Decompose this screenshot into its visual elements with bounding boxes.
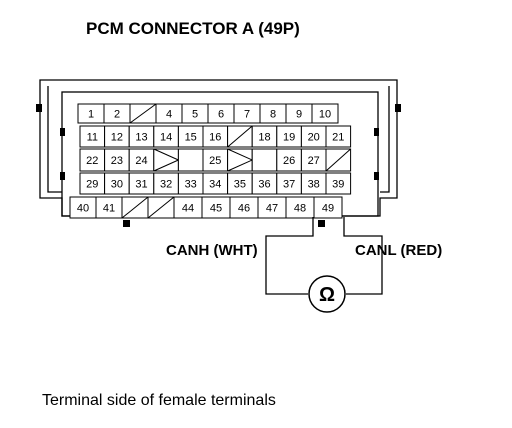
pin-number-8: 8 bbox=[270, 109, 276, 121]
diagram-caption: Terminal side of female terminals bbox=[42, 392, 276, 409]
pin-number-16: 16 bbox=[209, 132, 221, 144]
pin-number-15: 15 bbox=[185, 132, 197, 144]
canl-label: CANL (RED) bbox=[355, 242, 442, 259]
pin-cavity bbox=[311, 103, 339, 124]
pin-number-45: 45 bbox=[210, 203, 222, 215]
blank-mark bbox=[129, 103, 157, 124]
blank-mark bbox=[227, 125, 253, 148]
probe-wires bbox=[265, 217, 383, 295]
blank-cavity bbox=[251, 148, 278, 172]
blank-cavity bbox=[153, 148, 179, 172]
pin-number-4: 4 bbox=[166, 109, 172, 121]
pin-number-31: 31 bbox=[135, 179, 147, 191]
pin-cavity bbox=[325, 125, 352, 148]
pin-number-6: 6 bbox=[218, 109, 224, 121]
pin-number-33: 33 bbox=[185, 179, 197, 191]
pin-number-40: 40 bbox=[77, 203, 89, 215]
ohmmeter: Ω bbox=[308, 275, 346, 313]
pin-number-41: 41 bbox=[103, 203, 115, 215]
pin-number-27: 27 bbox=[308, 155, 320, 167]
pin-number-7: 7 bbox=[244, 109, 250, 121]
pin-number-22: 22 bbox=[86, 155, 98, 167]
blank-mark bbox=[121, 196, 149, 219]
pin-number-2: 2 bbox=[114, 109, 120, 121]
pin-number-13: 13 bbox=[135, 132, 147, 144]
pin-number-9: 9 bbox=[296, 109, 302, 121]
blank-cavity bbox=[227, 148, 253, 172]
pin-number-20: 20 bbox=[308, 132, 320, 144]
connector-latches bbox=[36, 104, 401, 227]
pin-number-35: 35 bbox=[234, 179, 246, 191]
pin-number-46: 46 bbox=[238, 203, 250, 215]
pin-number-11: 11 bbox=[87, 132, 98, 144]
pin-number-34: 34 bbox=[209, 179, 221, 191]
pin-number-21: 21 bbox=[332, 132, 344, 144]
pin-number-19: 19 bbox=[283, 132, 295, 144]
canh-label: CANH (WHT) bbox=[166, 242, 258, 259]
pin-number-14: 14 bbox=[160, 132, 172, 144]
pin-number-39: 39 bbox=[332, 179, 344, 191]
blank-mark bbox=[147, 196, 175, 219]
connector-housing bbox=[39, 79, 398, 217]
pin-number-12: 12 bbox=[111, 132, 123, 144]
pin-number-18: 18 bbox=[258, 132, 270, 144]
pin-number-25: 25 bbox=[209, 155, 221, 167]
pin-cavity bbox=[313, 196, 343, 219]
pin-number-36: 36 bbox=[258, 179, 270, 191]
pin-number-32: 32 bbox=[160, 179, 172, 191]
pin-number-38: 38 bbox=[308, 179, 320, 191]
pin-number-24: 24 bbox=[135, 155, 147, 167]
pin-number-30: 30 bbox=[111, 179, 123, 191]
blank-mark bbox=[325, 148, 351, 172]
pin-number-10: 10 bbox=[319, 109, 331, 121]
blank-cavity bbox=[177, 148, 204, 172]
pin-number-26: 26 bbox=[283, 155, 295, 167]
pin-number-44: 44 bbox=[182, 203, 194, 215]
pin-number-5: 5 bbox=[192, 109, 198, 121]
pin-number-23: 23 bbox=[111, 155, 123, 167]
pin-number-47: 47 bbox=[266, 203, 278, 215]
ohm-symbol-icon: Ω bbox=[319, 284, 335, 306]
pin-cavity bbox=[325, 172, 352, 195]
pin-number-1: 1 bbox=[88, 109, 94, 121]
diagram-title: PCM CONNECTOR A (49P) bbox=[86, 19, 300, 38]
pin-number-49: 49 bbox=[322, 203, 334, 215]
pin-number-37: 37 bbox=[283, 179, 295, 191]
pin-number-48: 48 bbox=[294, 203, 306, 215]
pin-number-29: 29 bbox=[86, 179, 98, 191]
